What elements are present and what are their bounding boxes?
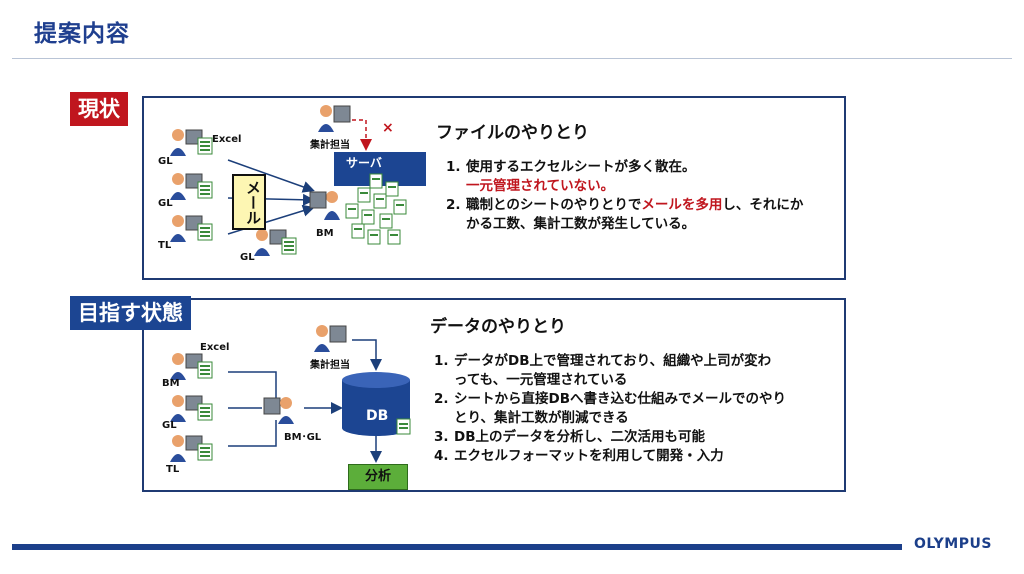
person-gl-icon: [168, 392, 218, 428]
person-gl-icon: [252, 226, 302, 262]
person-tl-icon: [168, 432, 218, 468]
list-item: 1.データがDB上で管理されており、組織や上司が変わっても、一元管理されている: [434, 353, 772, 388]
list-item: かる工数、集計工数が発生している。: [466, 216, 696, 232]
excel-label: Excel: [212, 134, 242, 145]
gl-label-2: GL: [158, 198, 173, 209]
aggregator-label: 集計担当: [310, 140, 350, 151]
excel-files-icon: [344, 172, 414, 256]
tl-label: TL: [158, 240, 172, 251]
target-state-panel: [142, 298, 846, 492]
list-item: 一元管理されていない。: [466, 178, 615, 194]
bm-label: BM: [162, 378, 180, 389]
list-item: 1.使用するエクセルシートが多く散在。: [446, 159, 696, 175]
current-section-title: ファイルのやりとり: [436, 123, 589, 143]
page-title: 提案内容: [34, 21, 130, 47]
server-box: サーバ: [334, 152, 426, 186]
list-item: 2.職制とのシートのやりとりでメールを多用し、それにか: [446, 197, 804, 213]
current-issue-list: 1.使用するエクセルシートが多く散在。 一元管理されていない。 2.職制とのシー…: [440, 158, 830, 234]
person-bm-icon: [168, 350, 218, 386]
person-bm-icon: [308, 188, 348, 226]
gl-label-3: GL: [240, 252, 255, 263]
database-icon: [342, 372, 410, 436]
target-goal-list: 1.データがDB上で管理されており、組織や上司が変わっても、一元管理されている …: [428, 352, 840, 466]
person-tl-icon: [168, 212, 218, 248]
footer-bar: [12, 544, 902, 550]
mail-box: メール: [232, 174, 266, 230]
aggregator-icon: [312, 322, 352, 358]
excel-file-icon: [396, 418, 412, 440]
company-logo: OLYMPUS: [914, 536, 992, 552]
cross-icon: ×: [382, 120, 394, 136]
list-item: 2.シートから直接DBへ書き込む仕組みでメールでのやりとり、集計工数が削減できる: [434, 391, 786, 426]
tl-label: TL: [166, 464, 180, 475]
gl-label-1: GL: [158, 156, 173, 167]
current-state-tag: 現状: [70, 92, 128, 126]
list-item: 4.エクセルフォーマットを利用して開発・入力: [434, 448, 724, 464]
target-section-title: データのやりとり: [430, 317, 566, 337]
person-bm-gl-icon: [262, 394, 302, 430]
gl-label: GL: [162, 420, 177, 431]
person-gl-icon: [168, 126, 218, 162]
db-label: DB: [366, 408, 389, 424]
target-state-tag: 目指す状態: [70, 296, 191, 330]
bm-gl-label: BM･GL: [284, 432, 322, 443]
person-gl-icon: [168, 170, 218, 206]
title-divider: [12, 58, 1012, 59]
aggregator-label: 集計担当: [310, 360, 350, 371]
aggregator-icon: [316, 102, 356, 138]
excel-label: Excel: [200, 342, 230, 353]
list-item: 3.DB上のデータを分析し、二次活用も可能: [434, 429, 705, 445]
analysis-box: 分析: [348, 464, 408, 490]
bm-label: BM: [316, 228, 334, 239]
